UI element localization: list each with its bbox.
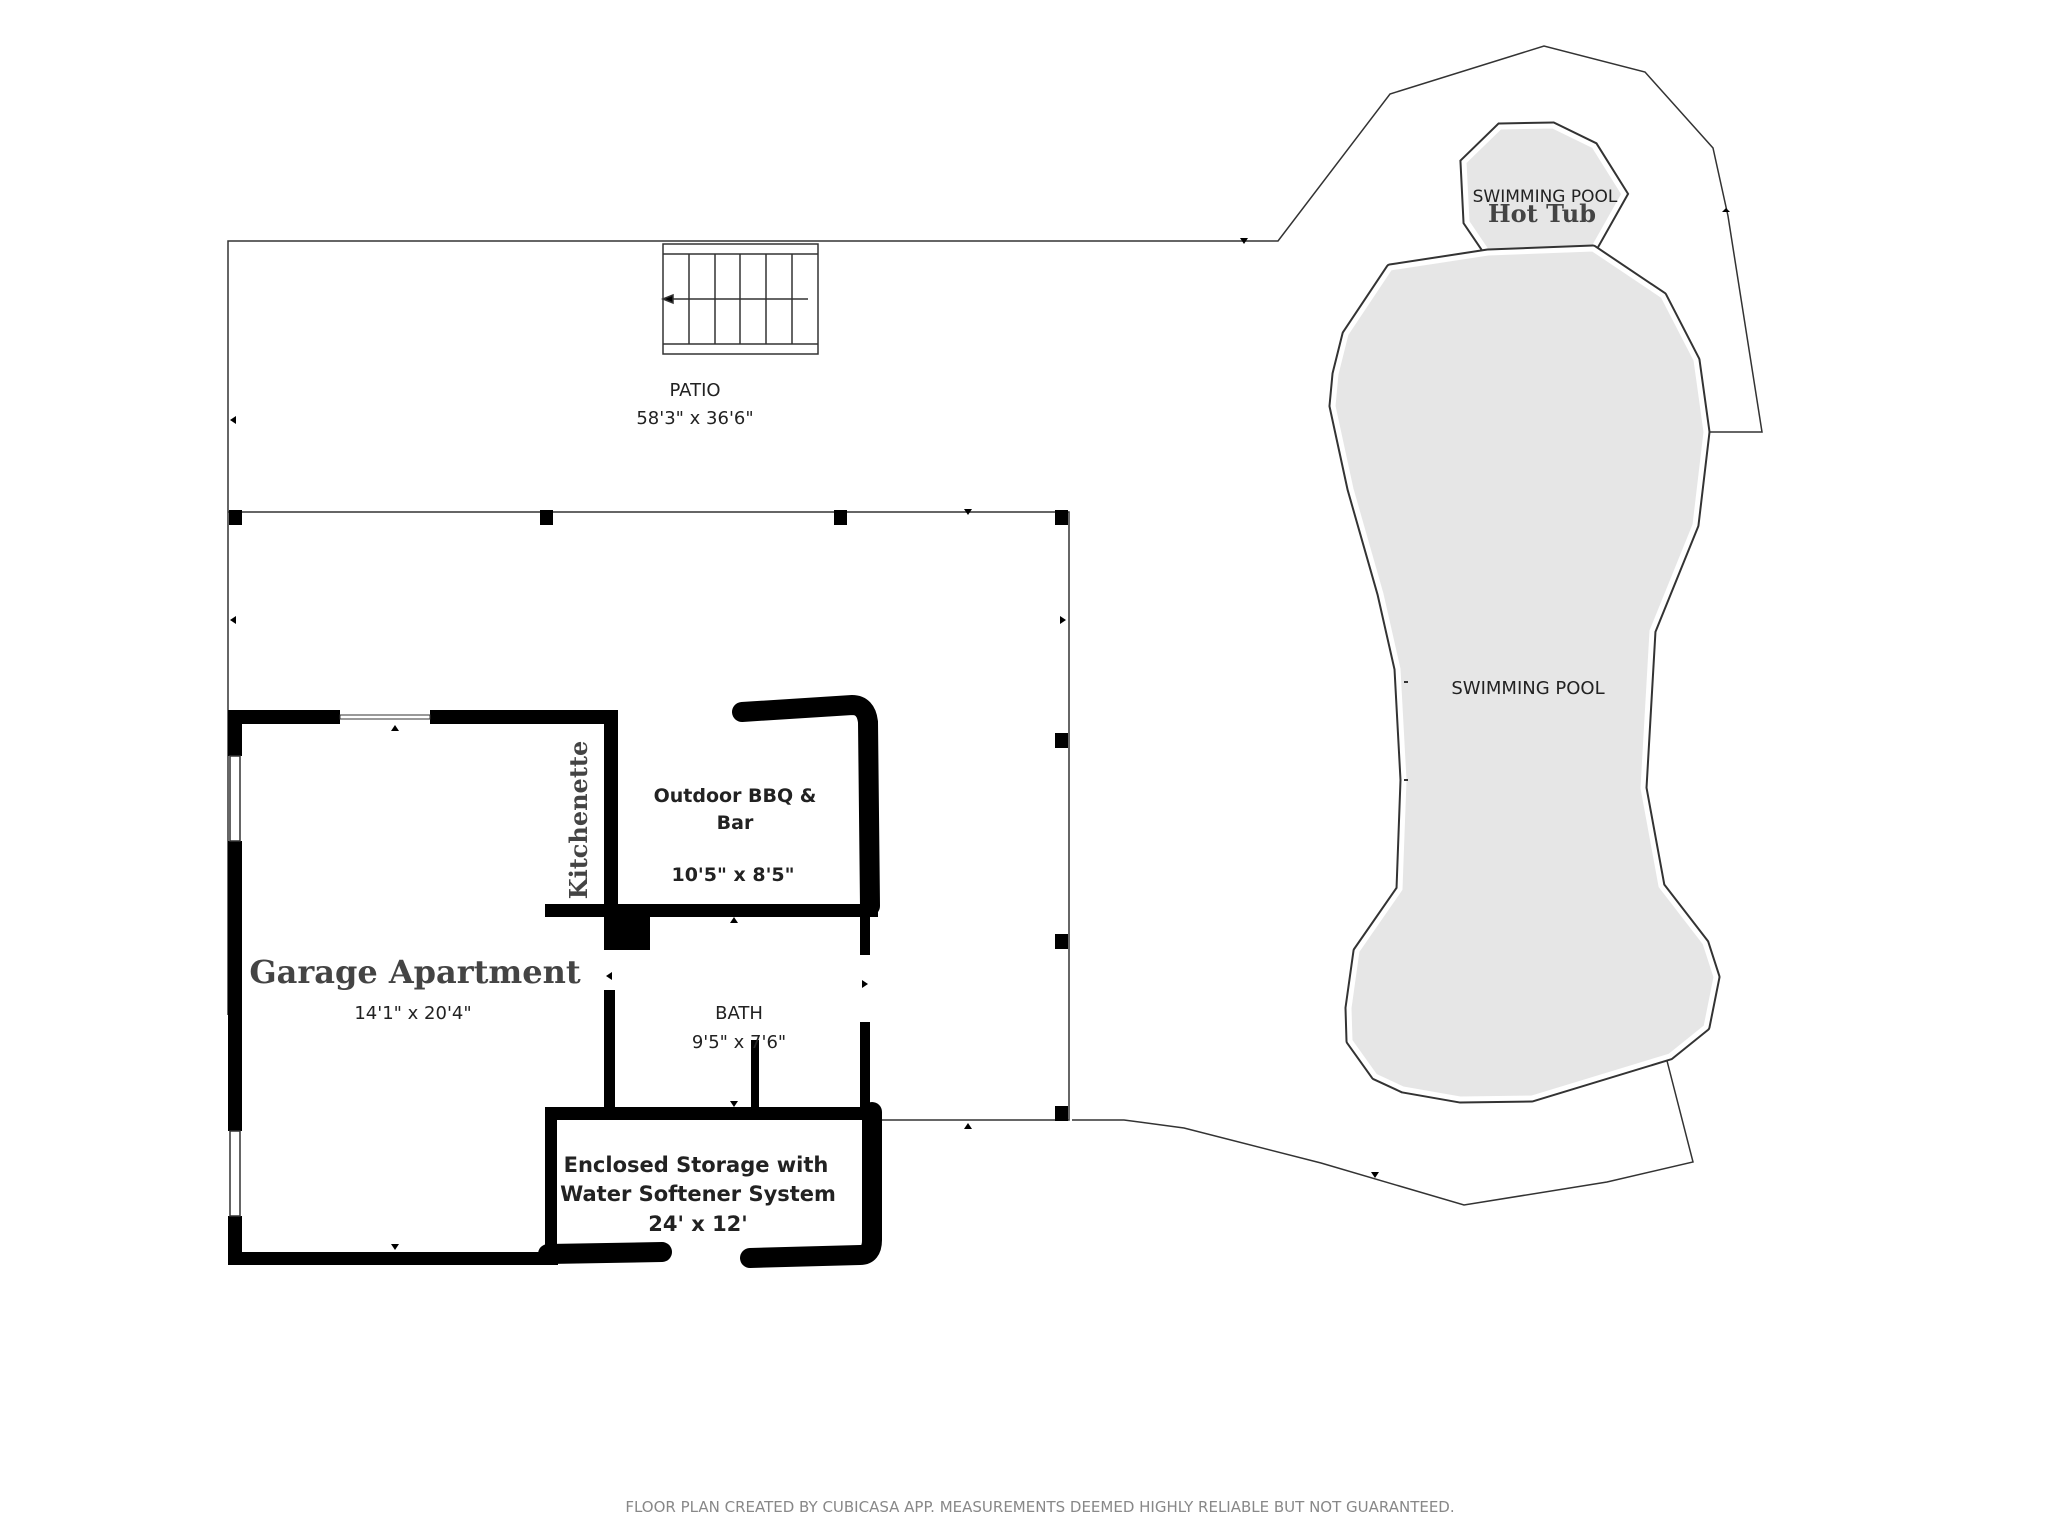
bbq-label-line2: Bar	[717, 812, 754, 834]
covered-patio-outline	[228, 511, 1070, 1121]
hot-tub-label: Hot Tub	[1488, 199, 1596, 228]
bbq-dims: 10'5" x 8'5"	[671, 864, 794, 886]
hot-tub-pool-label: SWIMMING POOL	[1473, 187, 1618, 207]
kitchenette-label: Kitchenette	[564, 741, 593, 900]
storage-dims: 24' x 12'	[648, 1212, 747, 1236]
bath-label: BATH	[715, 1003, 763, 1024]
walls	[228, 710, 878, 1265]
patio-outline	[227, 45, 1763, 1206]
stairs	[660, 243, 819, 355]
garage-apartment-dims: 14'1" x 20'4"	[354, 1003, 471, 1024]
posts	[229, 510, 1068, 1121]
bath-dims: 9'5" x 7'6"	[692, 1032, 786, 1053]
footer-disclaimer: FLOOR PLAN CREATED BY CUBICASA APP. MEAS…	[625, 1498, 1454, 1516]
swimming-pool-shape	[1328, 244, 1721, 1104]
swimming-pool-label: SWIMMING POOL	[1451, 678, 1604, 699]
patio-label: PATIO	[669, 380, 720, 401]
markers	[230, 208, 1730, 1250]
storage-label-line2: Water Softener System	[560, 1182, 836, 1206]
room-labels: PATIO 58'3" x 36'6" SWIMMING POOL Hot Tu…	[249, 187, 1618, 1236]
patio-dims: 58'3" x 36'6"	[636, 408, 753, 429]
storage-label-line1: Enclosed Storage with	[564, 1153, 829, 1177]
garage-apartment-label: Garage Apartment	[249, 953, 581, 991]
bbq-label-line1: Outdoor BBQ &	[654, 785, 817, 807]
thick-walls	[538, 694, 882, 1268]
